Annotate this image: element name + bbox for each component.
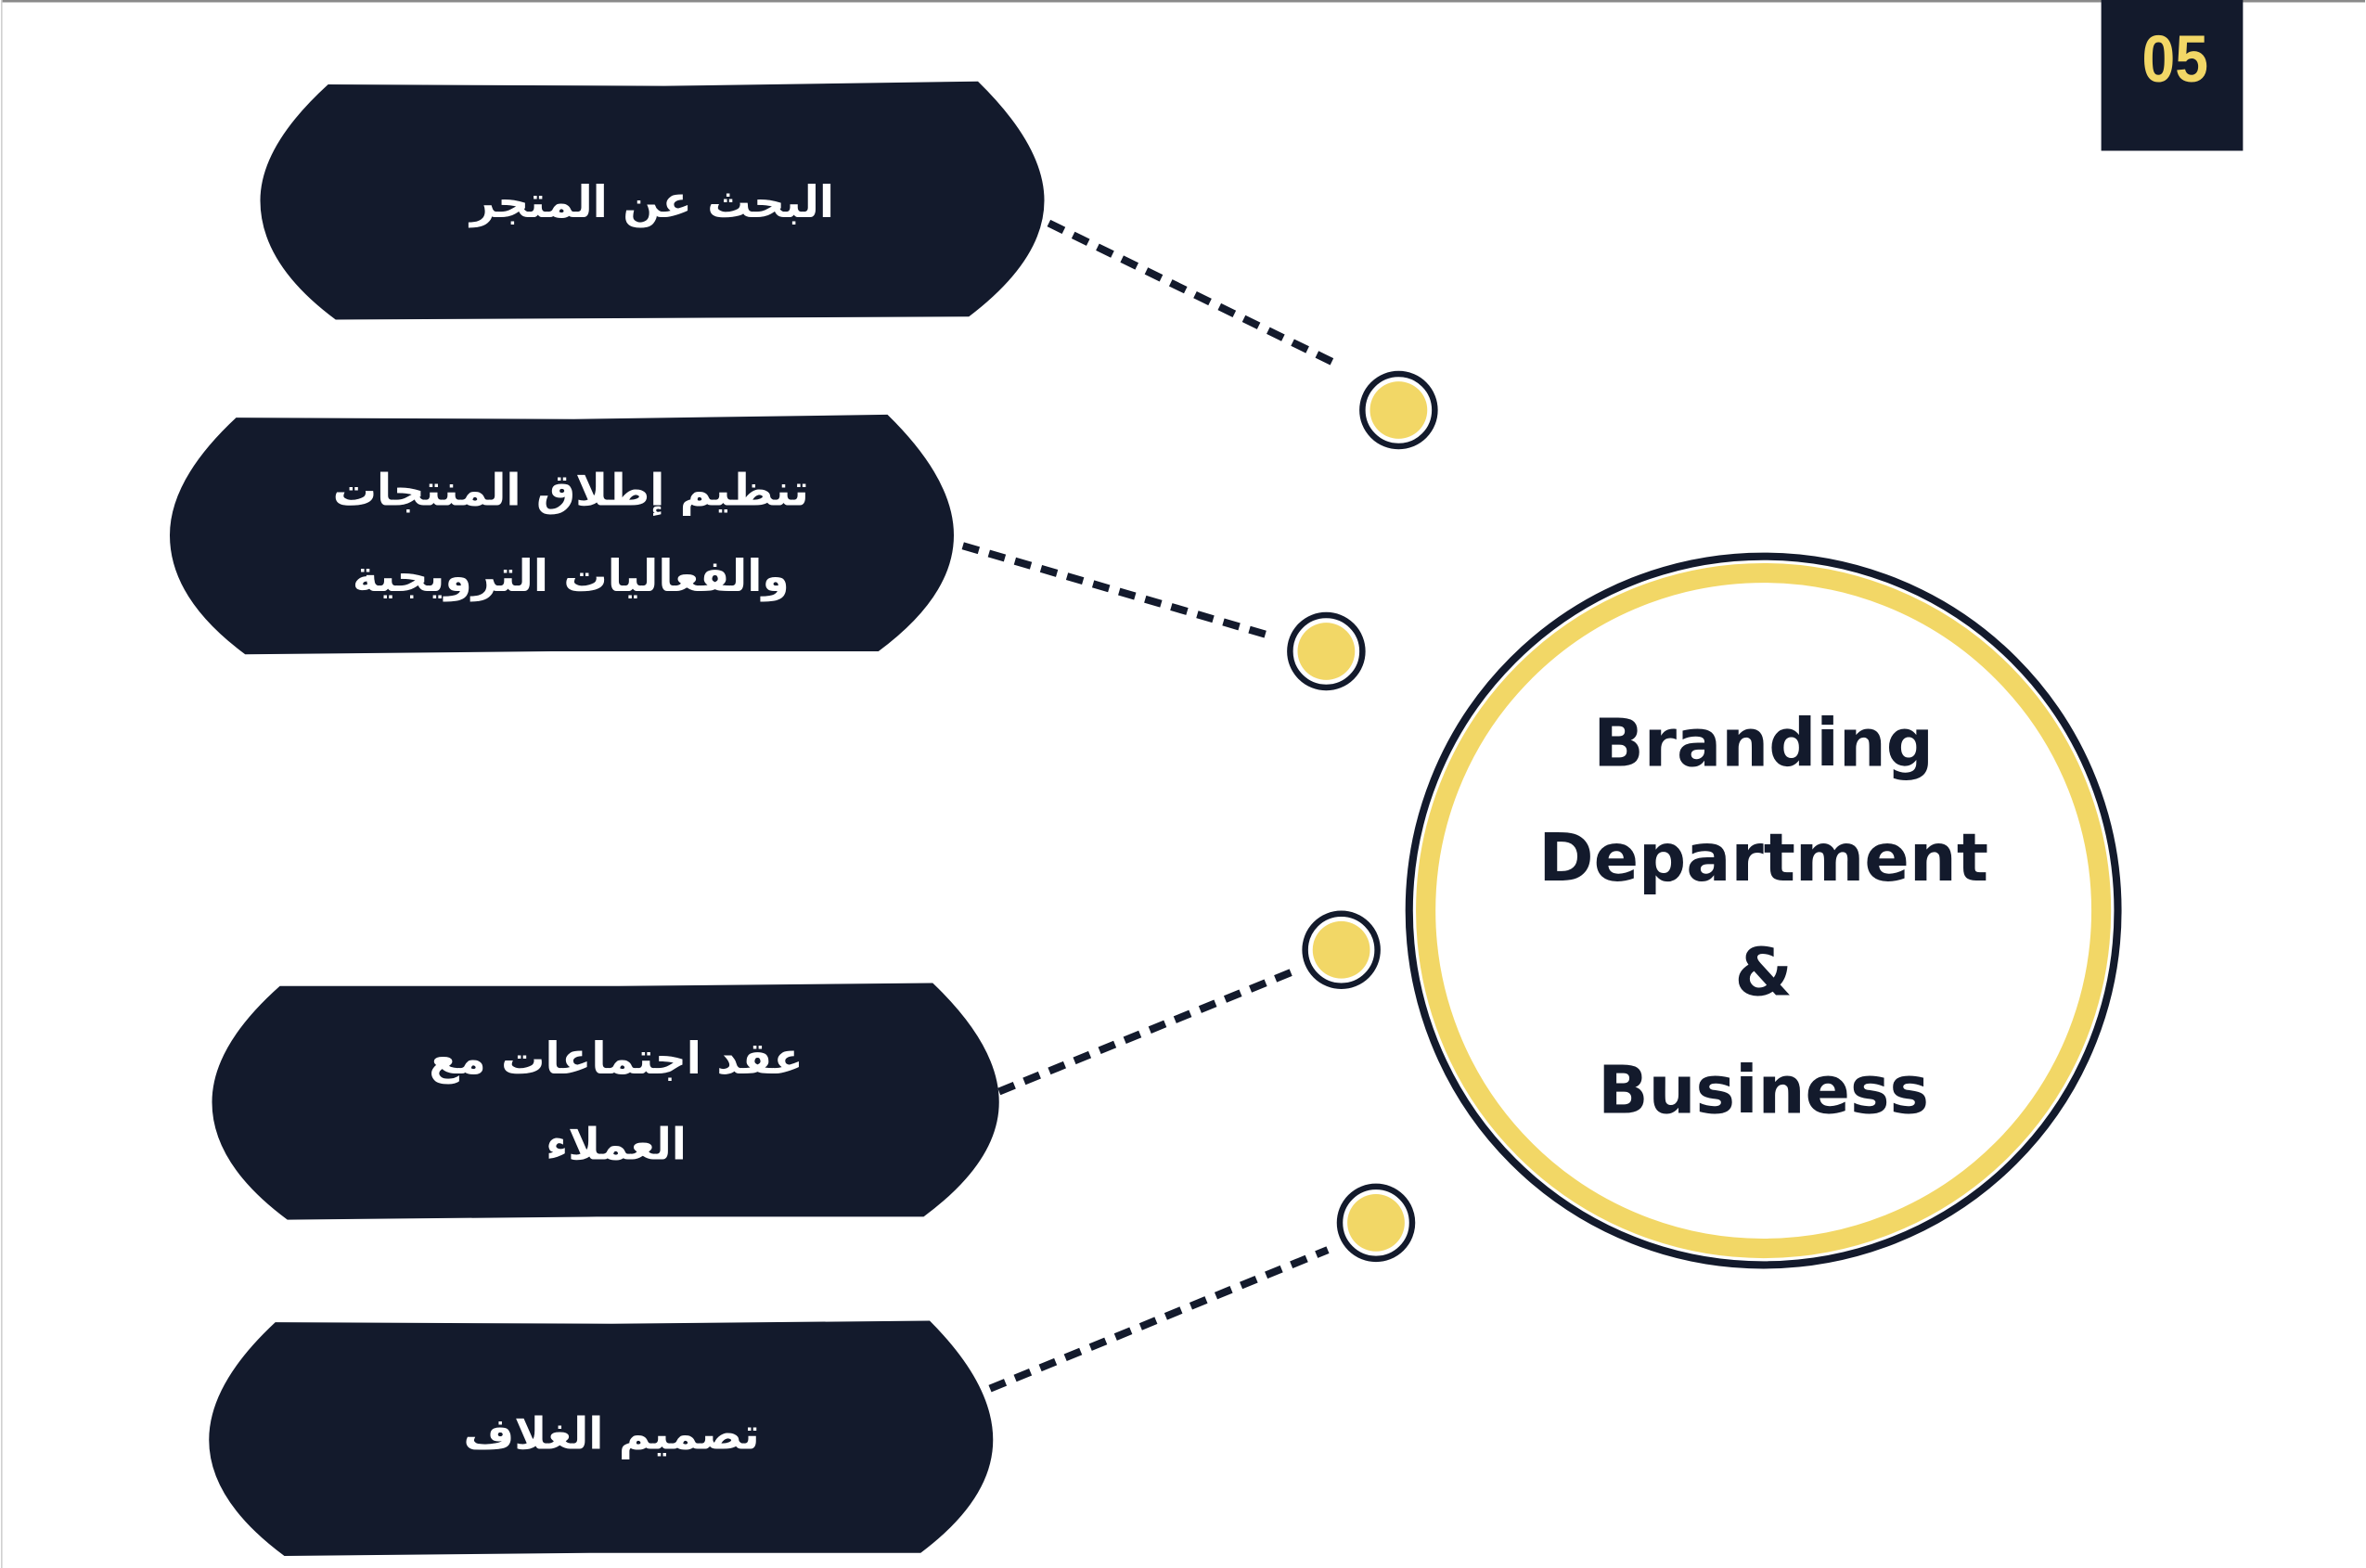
connector-dot-4: [1336, 1183, 1416, 1263]
task-label: والفعاليات الترويجية: [353, 551, 790, 602]
center-title-line-2: Department: [1538, 819, 1988, 896]
task-label: تنظيم إطلاق المنتجات: [333, 465, 809, 516]
connector-dot-3: [1302, 910, 1381, 989]
center-title-line-3: &: [1734, 934, 1792, 1011]
center-circle: Branding Department & Business: [1405, 552, 2122, 1269]
task-label: عقد اجتماعات مع: [429, 1034, 803, 1085]
connector-line-2: [961, 542, 1274, 640]
center-title-line-4: Business: [1598, 1051, 1929, 1128]
task-card-2: تنظيم إطلاق المنتجات والفعاليات الترويجي…: [170, 414, 954, 655]
connector-line-1: [1047, 219, 1337, 367]
task-label: العملاء: [546, 1120, 687, 1171]
task-label: البحث عن المتجر: [469, 177, 834, 228]
slide-number: 05: [2142, 22, 2209, 96]
connector-line-4: [988, 1246, 1330, 1393]
task-card-1: البحث عن المتجر: [260, 81, 1045, 320]
task-card-3: عقد اجتماعات مع العملاء: [212, 983, 999, 1220]
connector-dot-2: [1287, 611, 1366, 691]
task-card-4: تصميم الغلاف: [209, 1320, 994, 1556]
task-label: تصميم الغلاف: [464, 1409, 760, 1460]
connector-dot-1: [1359, 370, 1438, 450]
center-title-line-1: Branding: [1593, 705, 1934, 782]
connector-line-3: [997, 967, 1296, 1096]
slide-number-badge: 05: [2101, 0, 2244, 151]
